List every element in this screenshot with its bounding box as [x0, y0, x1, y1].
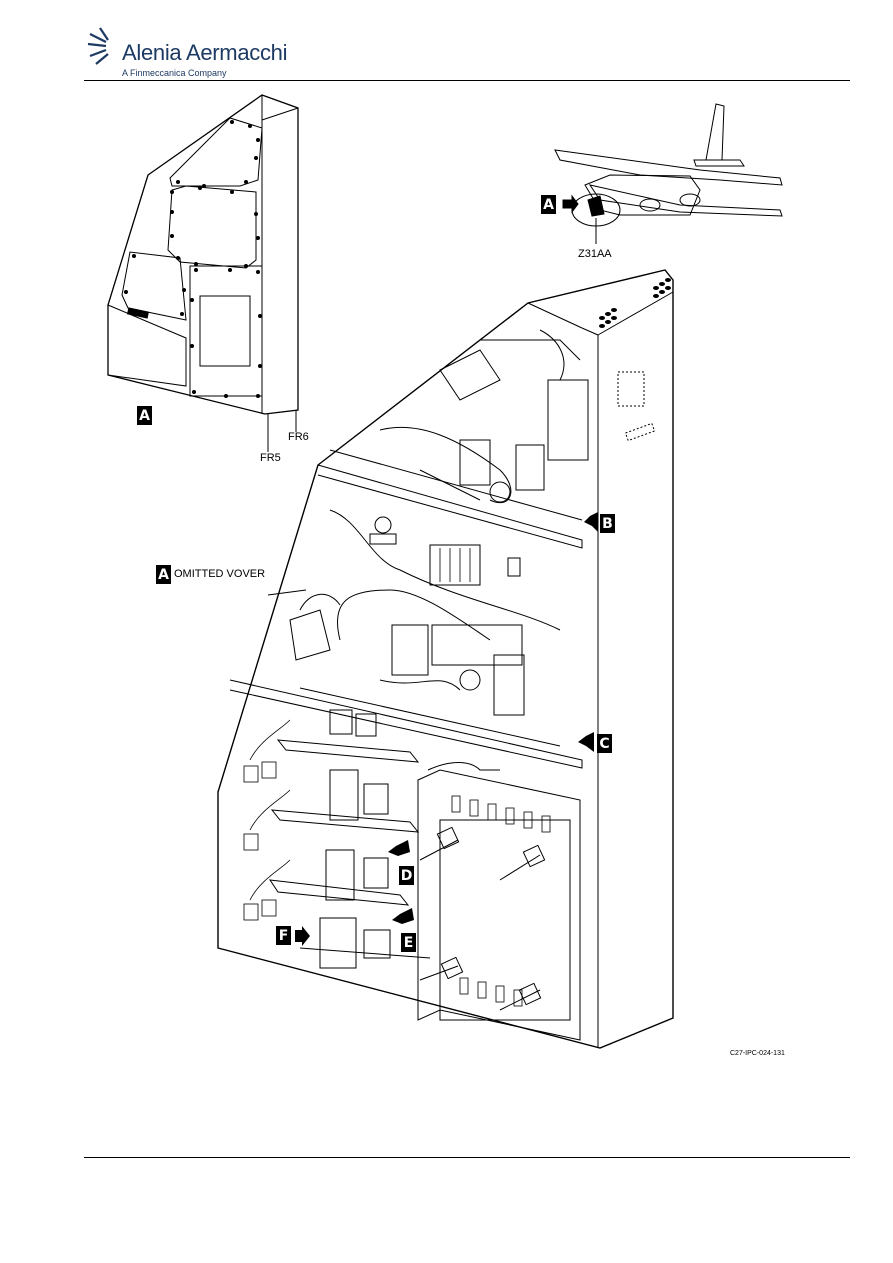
detail-arrows: [295, 512, 598, 946]
detail-c-label: C: [597, 734, 612, 753]
frame-label-fr5: FR5: [260, 452, 281, 464]
omitted-cover-note: OMITTED VOVER: [174, 568, 266, 580]
figure-code: C27-IPC-024-131: [730, 1050, 785, 1057]
aircraft-locator: [554, 103, 783, 244]
frame-label-fr6: FR6: [288, 431, 309, 443]
electrical-panel-assembly: [217, 269, 674, 1049]
detail-f-label: F: [276, 926, 291, 945]
company-logo: [84, 24, 120, 74]
aircraft-view-a-label: A: [541, 195, 556, 214]
brand-name: Alenia Aermacchi: [122, 40, 288, 65]
logo-mark-icon: [87, 27, 109, 65]
detail-b-label: B: [600, 514, 615, 533]
brand-subtitle: A Finmeccanica Company: [122, 68, 227, 78]
detail-e-label: E: [401, 933, 416, 952]
view-a-label: A: [137, 406, 152, 425]
cover-panel-view-a: [107, 94, 299, 452]
zone-label: Z31AA: [578, 248, 612, 260]
omitted-cover-view-label: A: [156, 565, 171, 584]
detail-d-label: D: [399, 866, 414, 885]
header-rule: [84, 80, 850, 81]
footer-rule: [84, 1157, 850, 1158]
